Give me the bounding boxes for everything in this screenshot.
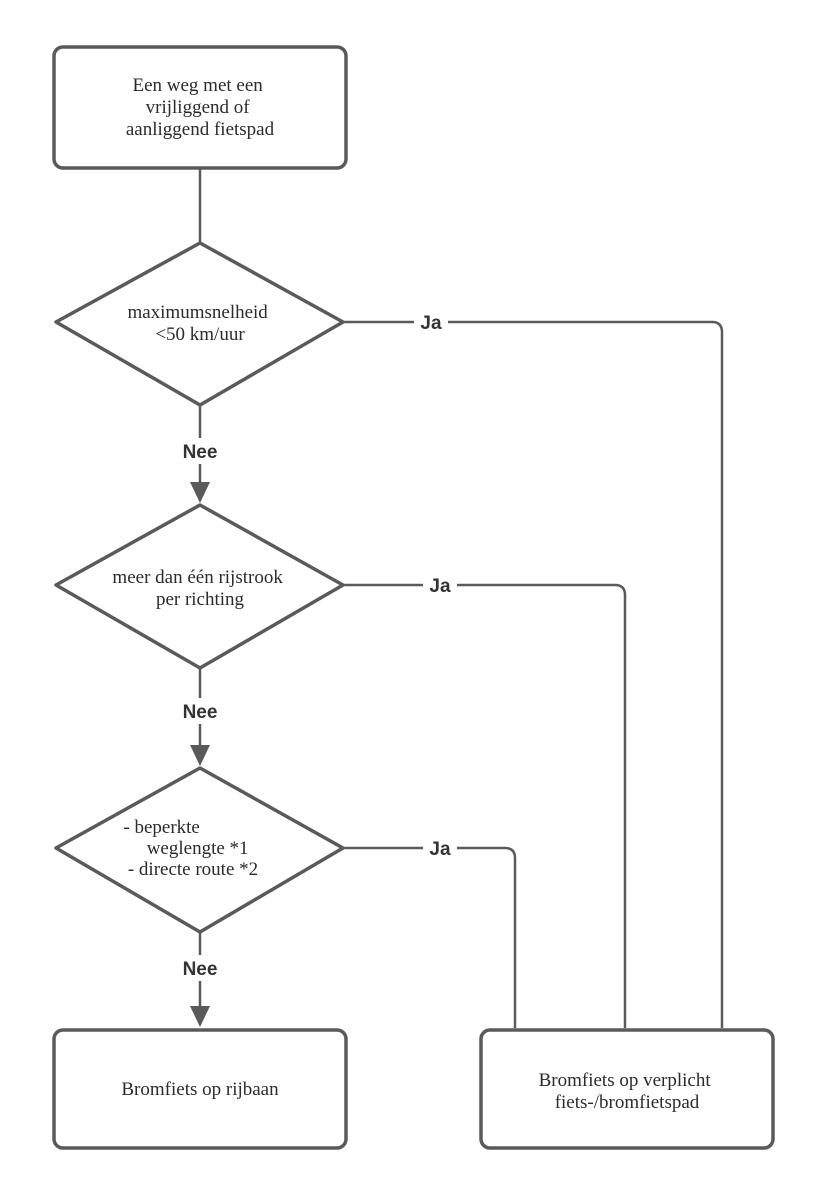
decision-route-line: - directe route *2 (128, 859, 258, 880)
arrow-down-icon (190, 745, 210, 766)
start-node-line: aanliggend fietspad (126, 119, 275, 140)
arrow-down-icon (190, 1006, 210, 1027)
edge-label-speed-no: Nee (183, 442, 218, 463)
start-node: Een weg met een vrijliggend of aanliggen… (52, 45, 348, 170)
decision-route: - beperkte weglengte *1 - directe route … (54, 766, 345, 934)
decision-speed-line: maximumsnelheid (127, 302, 268, 323)
connector-lanes-yes (343, 583, 627, 1028)
svg-text:maximumsnelheid <50 km/u: maximumsnelheid <50 km/uur (127, 302, 272, 345)
edge-label-route-no: Nee (183, 959, 218, 980)
decision-route-line: - beperkte (123, 817, 199, 838)
decision-lanes-line: meer dan één rijstrook (112, 567, 283, 588)
svg-text:Bromfiets op rijbaan: Bromfiets op rijbaan (121, 1079, 279, 1100)
end-node-path-line: fiets-/bromfietspad (555, 1092, 700, 1113)
edge-label-route-yes: Ja (429, 839, 451, 860)
edge-label-lanes-yes: Ja (429, 576, 451, 597)
svg-text:- beperkte weglengte *1: - beperkte weglengte *1 - directe route … (123, 817, 258, 880)
end-node-path-line: Bromfiets op verplicht (539, 1070, 712, 1091)
start-node-line: Een weg met een (132, 75, 263, 96)
end-node-path: Bromfiets op verplicht fiets-/bromfietsp… (479, 1028, 775, 1150)
connector-speed-yes (343, 320, 724, 1028)
svg-text:Een weg met een vrijligg: Een weg met een vrijliggend of aanliggen… (126, 75, 275, 140)
decision-speed-line: <50 km/uur (155, 324, 245, 345)
decision-lanes-line: per richting (156, 589, 245, 610)
end-node-road-line: Bromfiets op rijbaan (121, 1079, 279, 1100)
start-node-line: vrijliggend of (146, 97, 251, 118)
decision-speed: maximumsnelheid <50 km/uur (54, 241, 345, 407)
end-node-road: Bromfiets op rijbaan (52, 1028, 348, 1150)
arrow-down-icon (190, 482, 210, 503)
decision-lanes: meer dan één rijstrook per richting (54, 503, 345, 670)
edge-label-speed-yes: Ja (420, 313, 442, 334)
svg-text:meer dan één rijstrook p: meer dan één rijstrook per richting (112, 567, 287, 610)
svg-text:Bromfiets op verplicht f: Bromfiets op verplicht fiets-/bromfietsp… (539, 1070, 716, 1113)
edge-label-lanes-no: Nee (183, 702, 218, 723)
connector-route-yes (343, 846, 517, 1028)
decision-route-line: weglengte *1 (147, 838, 249, 859)
